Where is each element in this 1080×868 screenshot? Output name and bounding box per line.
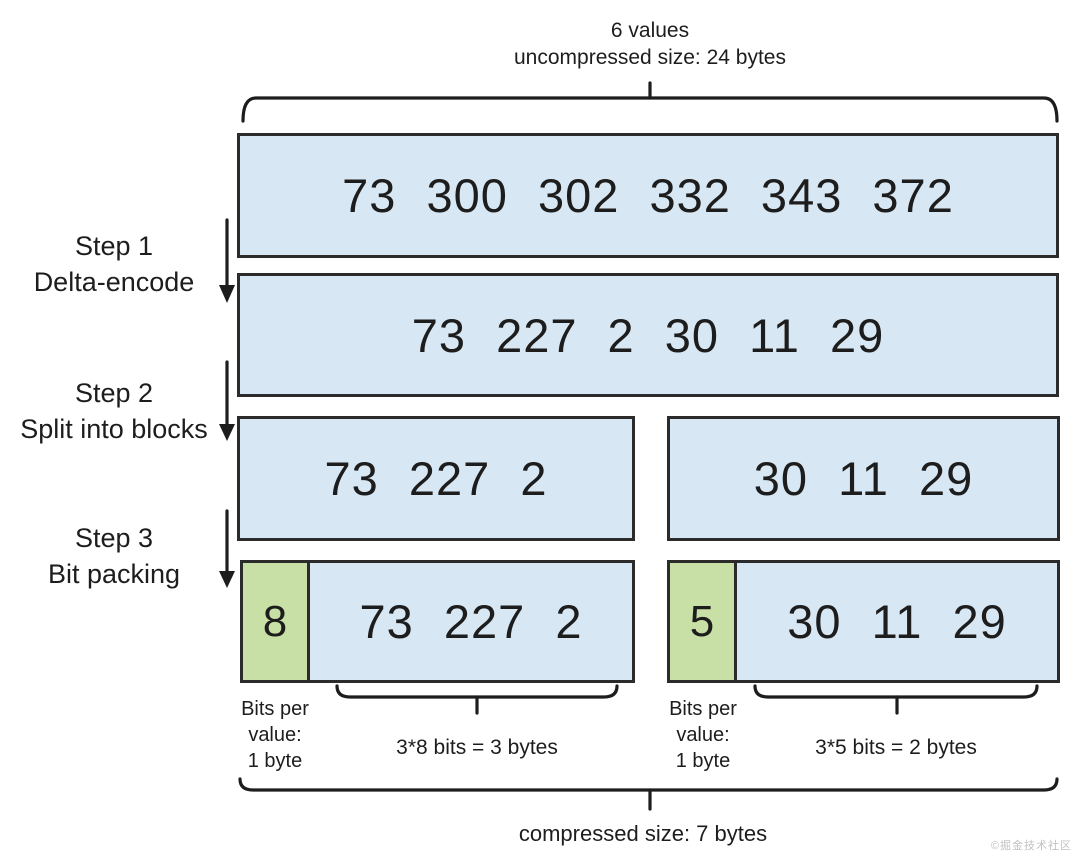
step1-title: Step 1: [74, 231, 154, 261]
step2-subtitle: Split into blocks: [20, 414, 208, 444]
bottom-brace: [238, 777, 1059, 792]
packed2-bits-note-line2: value:: [676, 724, 730, 746]
packed2-underbrace: [753, 684, 1039, 699]
packed2-box: 5 30 11 29: [667, 560, 1060, 683]
step3-arrow: [219, 509, 235, 588]
packed2-bits-cell: 5: [670, 563, 737, 680]
step3-subtitle: Bit packing: [47, 559, 181, 589]
block1-box: 73 227 2: [237, 416, 635, 541]
packed1-underbrace: [335, 684, 619, 699]
step2-arrow: [219, 360, 235, 441]
packed2-bits-note: Bits per value: 1 byte: [633, 696, 773, 774]
packed1-values-text: 73 227 2: [359, 595, 583, 648]
packed1-bits-note-line1: Bits per: [241, 698, 309, 720]
packed2-bytes-label: 3*5 bits = 2 bytes: [815, 736, 977, 759]
packed1-bits-text: 8: [262, 596, 288, 646]
delta-values-text: 73 227 2 30 11 29: [411, 308, 885, 362]
top-brace: [241, 96, 1059, 123]
watermark: ©掘金技术社区: [990, 840, 1072, 852]
uncompressed-size-label: uncompressed size: 24 bytes: [514, 46, 786, 69]
packed1-box: 8 73 227 2: [240, 560, 635, 683]
step2-arrow-head: [219, 424, 235, 441]
packed1-bits-note-line3: 1 byte: [247, 750, 303, 772]
step3-arrow-head: [219, 571, 235, 588]
packed1-bits-note: Bits per value: 1 byte: [205, 696, 345, 774]
compressed-size-label: compressed size: 7 bytes: [518, 821, 768, 846]
step1-arrow-head: [219, 285, 235, 303]
packed2-bits-text: 5: [689, 596, 715, 646]
packed2-bits-note-line1: Bits per: [669, 698, 737, 720]
original-values-text: 73 300 302 332 343 372: [342, 169, 954, 222]
values-count-label: 6 values: [610, 19, 690, 42]
step1-arrow: [219, 218, 235, 303]
packed2-values-area: 30 11 29: [737, 594, 1057, 649]
packed1-values-area: 73 227 2: [310, 594, 632, 649]
step3-label: Step 3 Bit packing: [8, 520, 220, 592]
block2-values-text: 30 11 29: [753, 452, 974, 505]
step2-label: Step 2 Split into blocks: [8, 375, 220, 447]
packed1-bytes-label: 3*8 bits = 3 bytes: [396, 736, 558, 759]
step1-label: Step 1 Delta-encode: [8, 228, 220, 300]
original-values-box: 73 300 302 332 343 372: [237, 133, 1059, 258]
uncompressed-annotation: 6 values uncompressed size: 24 bytes: [350, 17, 950, 71]
step3-title: Step 3: [74, 523, 154, 553]
packed1-bits-cell: 8: [243, 563, 310, 680]
block2-box: 30 11 29: [667, 416, 1060, 541]
packed1-bits-note-line2: value:: [248, 724, 302, 746]
block1-values-text: 73 227 2: [324, 452, 548, 505]
step1-subtitle: Delta-encode: [33, 267, 195, 297]
delta-values-box: 73 227 2 30 11 29: [237, 273, 1059, 397]
packed2-bits-note-line3: 1 byte: [675, 750, 731, 772]
packed2-values-text: 30 11 29: [787, 595, 1007, 648]
step2-title: Step 2: [74, 378, 154, 408]
